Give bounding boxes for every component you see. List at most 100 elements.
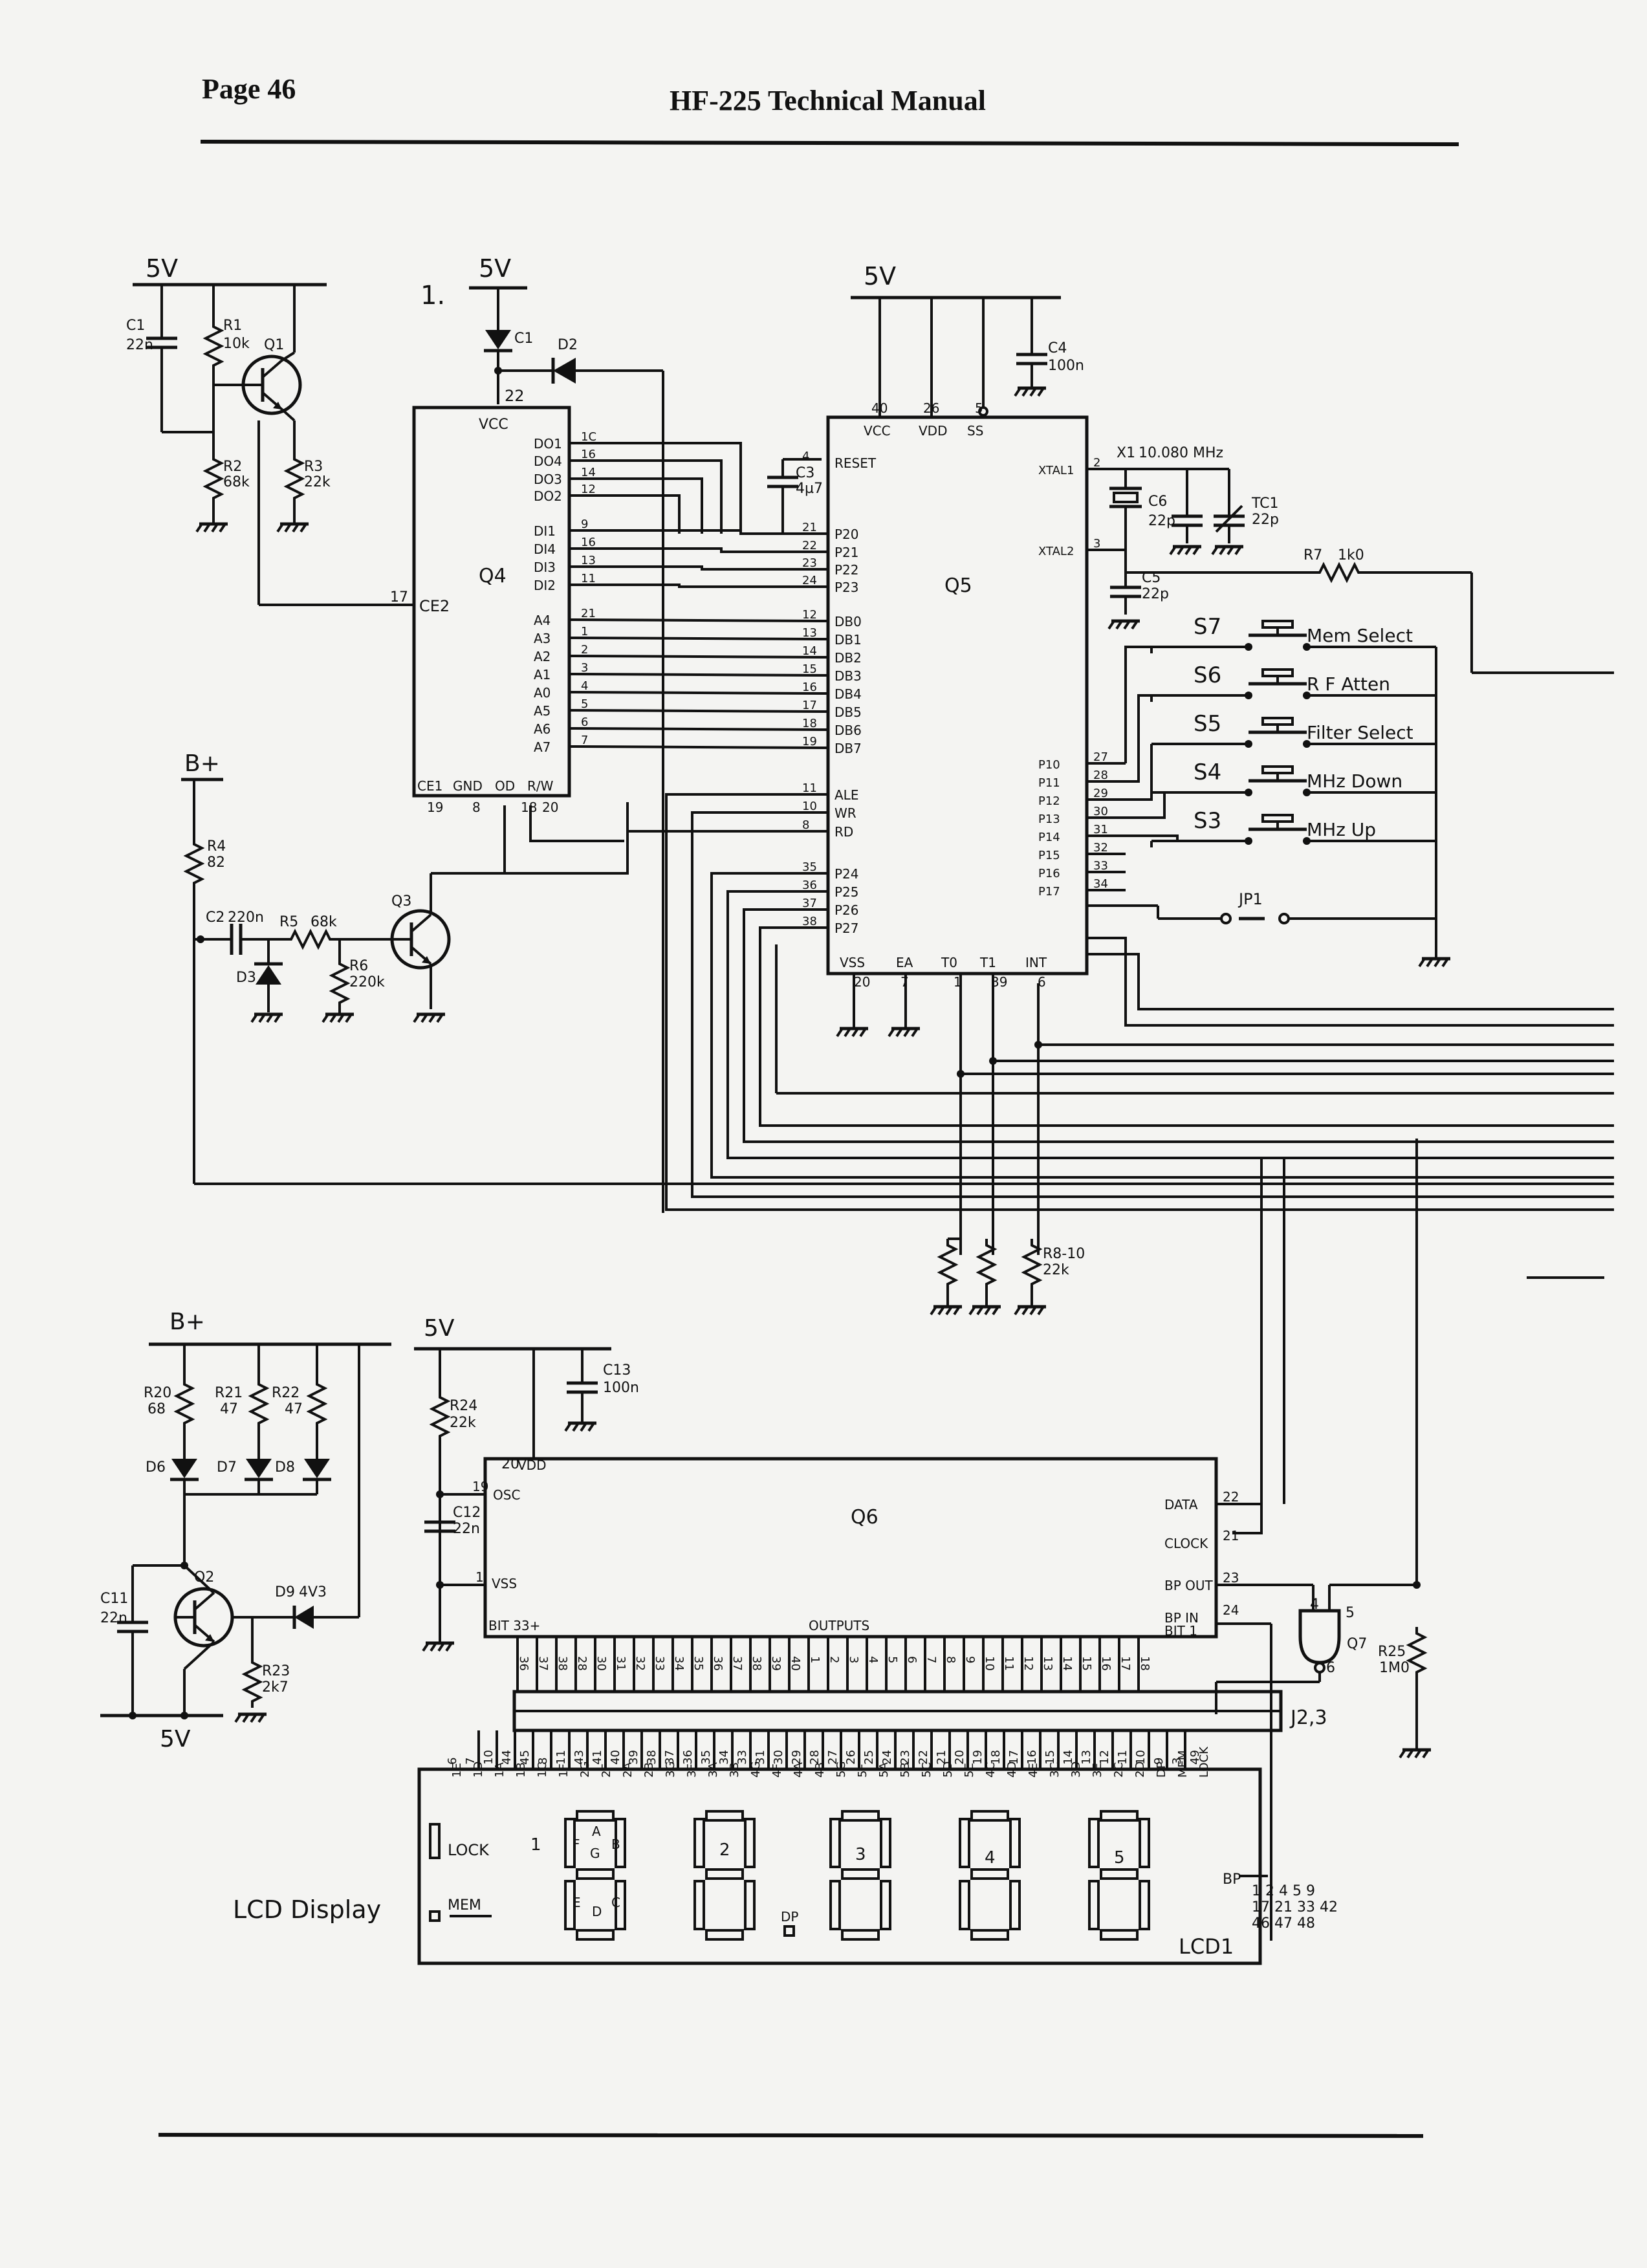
d1-seg-b: B [611, 1837, 620, 1852]
switch-s6-ref: S6 [1194, 662, 1221, 688]
d1-seg-g: G [590, 1846, 600, 1861]
switch-s4-label: MHz Down [1307, 770, 1402, 792]
d3-ref: D3 [236, 970, 256, 986]
led-indicator-circuit: B+ R20 68 R21 47 R22 47 D6 D7 D8 C11 22n… [100, 1309, 391, 1752]
q6-out-8: 34 [672, 1656, 686, 1671]
q6-out-1: 37 [536, 1656, 550, 1671]
switch-s5-ref: S5 [1194, 711, 1221, 737]
r2-ref: R2 [223, 459, 242, 475]
lcd-seg-23: 5D [941, 1761, 955, 1778]
lcd-seg-7: 2F [600, 1763, 613, 1778]
lcd-pin-21: 27 [826, 1750, 840, 1765]
switch-s7-label: Mem Select [1307, 625, 1413, 646]
q5-botnum-0: 20 [854, 974, 870, 990]
lcd-digit-4: 4 [985, 1848, 996, 1868]
q4-ref: Q4 [479, 565, 507, 587]
crystal-section: X1 10.080 MHz C6 22p TC1 22p C5 22p R7 1… [1087, 445, 1614, 674]
q7-ref: Q7 [1347, 1636, 1367, 1652]
j23-ref: J2,3 [1289, 1706, 1327, 1729]
q6-right-3: BP IN [1164, 1610, 1199, 1626]
q4-pin-a4: A4 [534, 613, 551, 628]
lcd-pin-31: 17 [1007, 1750, 1021, 1765]
q4-pin-a2: A2 [534, 649, 551, 664]
tc1-val: 22p [1252, 512, 1279, 528]
q4-pinnum-4: 9 [581, 518, 588, 531]
lcd-pin-12: 37 [663, 1750, 677, 1765]
q5-topnum-2: 5 [975, 400, 983, 416]
q5-leftnum-18: 37 [802, 897, 817, 910]
c6-ref: C6 [1148, 494, 1167, 510]
q5-right-p15: P15 [1038, 849, 1060, 862]
q4-botnum-3: 20 [542, 800, 558, 815]
q4-botnum-1: 8 [472, 800, 481, 815]
jp1-ref: JP1 [1238, 890, 1263, 908]
q5-leftnum-4: 24 [802, 574, 817, 587]
q7-pin4: 4 [1310, 1597, 1319, 1613]
q5-leftnum-10: 17 [802, 699, 817, 712]
q6-out-15: 1 [808, 1656, 822, 1663]
lcd-digit-3: 3 [855, 1845, 866, 1864]
q3-ref: Q3 [391, 893, 411, 910]
switch-s3-ref: S3 [1194, 808, 1221, 834]
q5-botnum-4: 6 [1038, 974, 1046, 990]
q6-out-21: 7 [924, 1656, 938, 1663]
switch-s4-ref: S4 [1194, 759, 1221, 785]
lcd-pin-7: 43 [573, 1750, 586, 1765]
lcd-seg-25: 4C [984, 1762, 998, 1778]
q5-left-p20: P20 [834, 527, 859, 542]
q6-out-31: 17 [1118, 1656, 1132, 1671]
q5-leftnum-17: 36 [802, 878, 817, 892]
q6-out-30: 16 [1099, 1656, 1113, 1671]
lcd-seg-14: 4G [749, 1761, 763, 1778]
q4-bot-rw: R/W [527, 778, 554, 794]
q6-out-16: 2 [827, 1656, 841, 1663]
lcd-pin-30: 18 [989, 1750, 1003, 1765]
lcd-digit-2: 2 [719, 1840, 730, 1860]
x1-val: 10.080 MHz [1139, 445, 1223, 461]
c1a-ref: C1 [126, 318, 145, 334]
q4-pinnum-5: 16 [581, 536, 596, 549]
c4-val: 100n [1048, 358, 1084, 374]
lcd-pin-13: 36 [681, 1750, 695, 1765]
q5-left-p21: P21 [834, 545, 859, 560]
q4-pinnum-12: 4 [581, 679, 588, 693]
q6-vss-pin: 1 [475, 1569, 484, 1585]
q5-rightnum-1: 3 [1093, 537, 1100, 551]
q6-osc: OSC [493, 1487, 520, 1503]
q6-vss: VSS [492, 1576, 517, 1591]
bplus-label-top: B+ [184, 750, 220, 777]
lcd-pin-32: 16 [1025, 1750, 1039, 1765]
q6-out-27: 13 [1041, 1656, 1054, 1671]
q5-leftnum-12: 19 [802, 735, 817, 748]
q4-pinnum-2: 14 [581, 466, 596, 479]
q5-left-db2: DB2 [834, 650, 862, 666]
lcd-seg-35: LOCK [1197, 1746, 1211, 1778]
r20-ref: R20 [144, 1385, 171, 1401]
q5-left-ale: ALE [834, 787, 858, 803]
q5-right-p17: P17 [1038, 885, 1060, 899]
r4-val: 82 [207, 855, 225, 871]
c11-val: 22n [100, 1610, 127, 1626]
d1-seg-d: D [592, 1904, 602, 1919]
q4-pin-do4: DO4 [534, 453, 562, 469]
q4-pinnum-3: 12 [581, 483, 596, 496]
q6-5v-label: 5V [424, 1315, 455, 1342]
switch-s6-label: R F Atten [1307, 673, 1390, 695]
lcd-digit-1: 1 [530, 1835, 541, 1855]
lcd-pin-36: 12 [1098, 1750, 1111, 1765]
x1-ref: X1 [1117, 445, 1135, 461]
r21-ref: R21 [215, 1385, 243, 1401]
q5-leftnum-0: 4 [802, 450, 809, 463]
d2-ref: D2 [558, 337, 578, 353]
lcd-seg-16: 4A [792, 1762, 805, 1778]
r6-ref: R6 [349, 958, 368, 974]
lcd-pin-17: 31 [754, 1750, 767, 1765]
d1-ref: C1 [514, 331, 533, 347]
lcd-pin-18: 30 [772, 1750, 785, 1765]
lcd-pin-40: 3 [1170, 1758, 1184, 1765]
q5-left-p22: P22 [834, 562, 859, 578]
q5-top-vdd: VDD [919, 423, 947, 439]
